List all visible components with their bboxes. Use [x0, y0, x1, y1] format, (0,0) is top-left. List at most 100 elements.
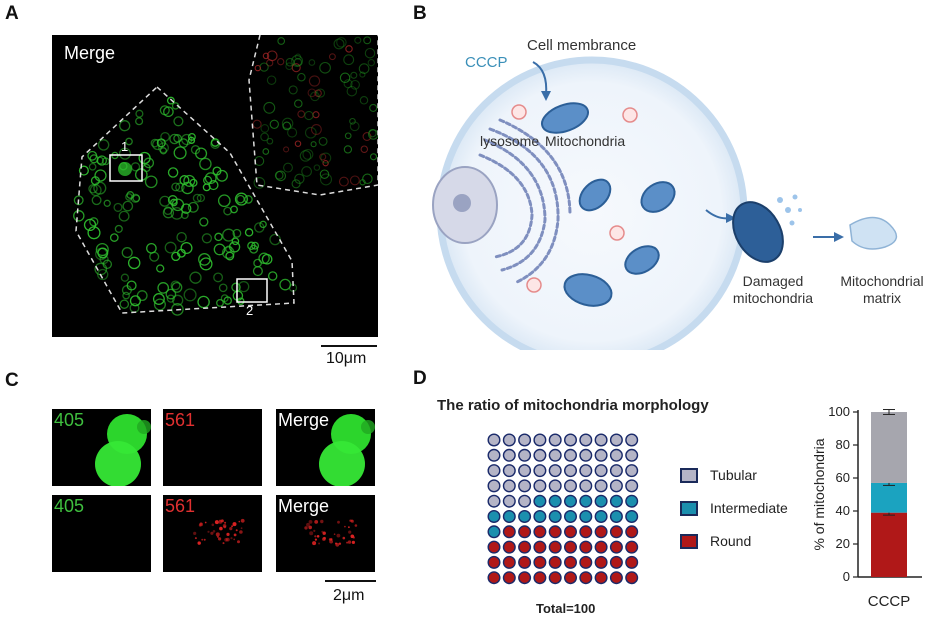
green-signal-dot [171, 182, 181, 192]
red-signal-dot [342, 536, 346, 540]
roi-box-1[interactable] [109, 154, 143, 182]
green-signal-dot [217, 194, 231, 208]
green-signal-dot [213, 243, 226, 256]
red-signal-dot [266, 50, 278, 62]
red-signal-dot [297, 110, 306, 118]
green-signal-dot [304, 126, 317, 139]
waffle-dot-intermediate [502, 509, 516, 523]
red-signal-dot [229, 527, 233, 531]
green-signal-dot [310, 141, 317, 148]
green-signal-dot [78, 165, 89, 176]
green-signal-dot [269, 119, 279, 129]
panel-a-letter: A [5, 3, 19, 24]
red-signal-dot [214, 520, 219, 525]
waffle-dot-tubular [625, 464, 639, 478]
green-signal-dot [195, 147, 208, 160]
green-signal-dot [274, 170, 284, 180]
green-signal-dot [287, 127, 298, 138]
waffle-dot-round [594, 555, 608, 569]
waffle-chart [487, 433, 639, 585]
waffle-dot-tubular [579, 464, 593, 478]
waffle-dot-tubular [563, 464, 577, 478]
green-signal-dot [150, 138, 160, 148]
zoom-tile-r2-c1: 405 [52, 495, 151, 572]
green-signal-dot [199, 217, 209, 227]
red-signal-dot [219, 519, 222, 522]
waffle-dot-round [518, 555, 532, 569]
lysosome-4 [526, 277, 542, 293]
green-signal-dot [187, 136, 196, 145]
red-signal-dot [232, 522, 237, 527]
zoom-tile-channel-label: 561 [165, 496, 196, 516]
panel-b-letter: B [413, 3, 427, 24]
red-signal-dot [348, 530, 352, 534]
waffle-dot-tubular [502, 479, 516, 493]
waffle-dot-tubular [563, 479, 577, 493]
zoom-tile-canvas [304, 519, 358, 547]
lysosome-3 [609, 225, 625, 241]
waffle-dot-intermediate [533, 494, 547, 508]
bar-segment-round [871, 512, 907, 577]
zoom-tile-channel-label: 405 [54, 496, 85, 516]
green-signal-dot [288, 85, 298, 95]
red-signal-dot [294, 140, 302, 147]
red-signal-dot [352, 536, 355, 539]
green-signal-dot [99, 254, 109, 265]
red-signal-dot [212, 530, 216, 533]
waffle-dot-round [579, 525, 593, 539]
zoom-tile-r1-c3: Merge [276, 409, 375, 486]
green-signal-dot [159, 195, 171, 207]
green-signal-dot [223, 296, 232, 305]
green-signal-dot [113, 202, 123, 212]
green-signal-dot [88, 162, 97, 171]
green-signal-dot [349, 121, 360, 132]
waffle-dot-intermediate [563, 494, 577, 508]
waffle-dot-intermediate [487, 525, 501, 539]
panel-c-scalebar [325, 580, 376, 582]
waffle-dot-intermediate [548, 494, 562, 508]
green-signal-dot [119, 120, 131, 132]
green-signal-dot [343, 54, 355, 66]
waffle-dot-round [533, 555, 547, 569]
green-signal-dot [129, 295, 141, 307]
green-signal-dot [336, 37, 347, 48]
waffle-dot-round [625, 571, 639, 585]
legend-label-round: Round [710, 533, 752, 549]
waffle-dot-intermediate [518, 509, 532, 523]
waffle-dot-tubular [594, 433, 608, 447]
green-signal-dot [320, 152, 332, 164]
green-signal-dot [176, 248, 186, 258]
green-signal-dot [247, 241, 256, 251]
red-signal-dot [330, 537, 333, 541]
green-signal-dot [333, 38, 345, 50]
green-signal-dot [173, 116, 184, 127]
y-tick-label: 60 [836, 470, 850, 485]
green-signal-dot [170, 280, 181, 291]
green-signal-dot [297, 72, 306, 82]
panel-c-scale-label: 2μm [333, 587, 365, 604]
waffle-dot-round [502, 540, 516, 554]
green-signal-dot [218, 283, 228, 293]
waffle-dot-intermediate [594, 494, 608, 508]
red-signal-dot [304, 526, 308, 530]
legend-item-round: Round [680, 533, 788, 549]
red-signal-dot [323, 536, 326, 540]
green-signal-dot [294, 99, 303, 108]
cell-outline-2 [248, 35, 378, 196]
waffle-dot-tubular [502, 464, 516, 478]
panel-a-micrograph: Merge 1 2 [52, 35, 378, 337]
red-signal-dot [233, 538, 236, 541]
green-signal-dot [135, 117, 144, 126]
green-signal-dot [114, 224, 123, 233]
waffle-dot-tubular [518, 464, 532, 478]
green-signal-dot [234, 192, 248, 206]
roi-box-2[interactable] [236, 278, 268, 303]
green-blob [137, 420, 151, 434]
red-signal-dot [307, 88, 317, 98]
red-signal-dot [344, 525, 346, 528]
waffle-dot-intermediate [594, 509, 608, 523]
lysosome-2 [622, 107, 638, 123]
red-signal-dot [283, 146, 290, 153]
green-signal-dot [88, 184, 98, 194]
red-signal-dot [237, 540, 240, 544]
